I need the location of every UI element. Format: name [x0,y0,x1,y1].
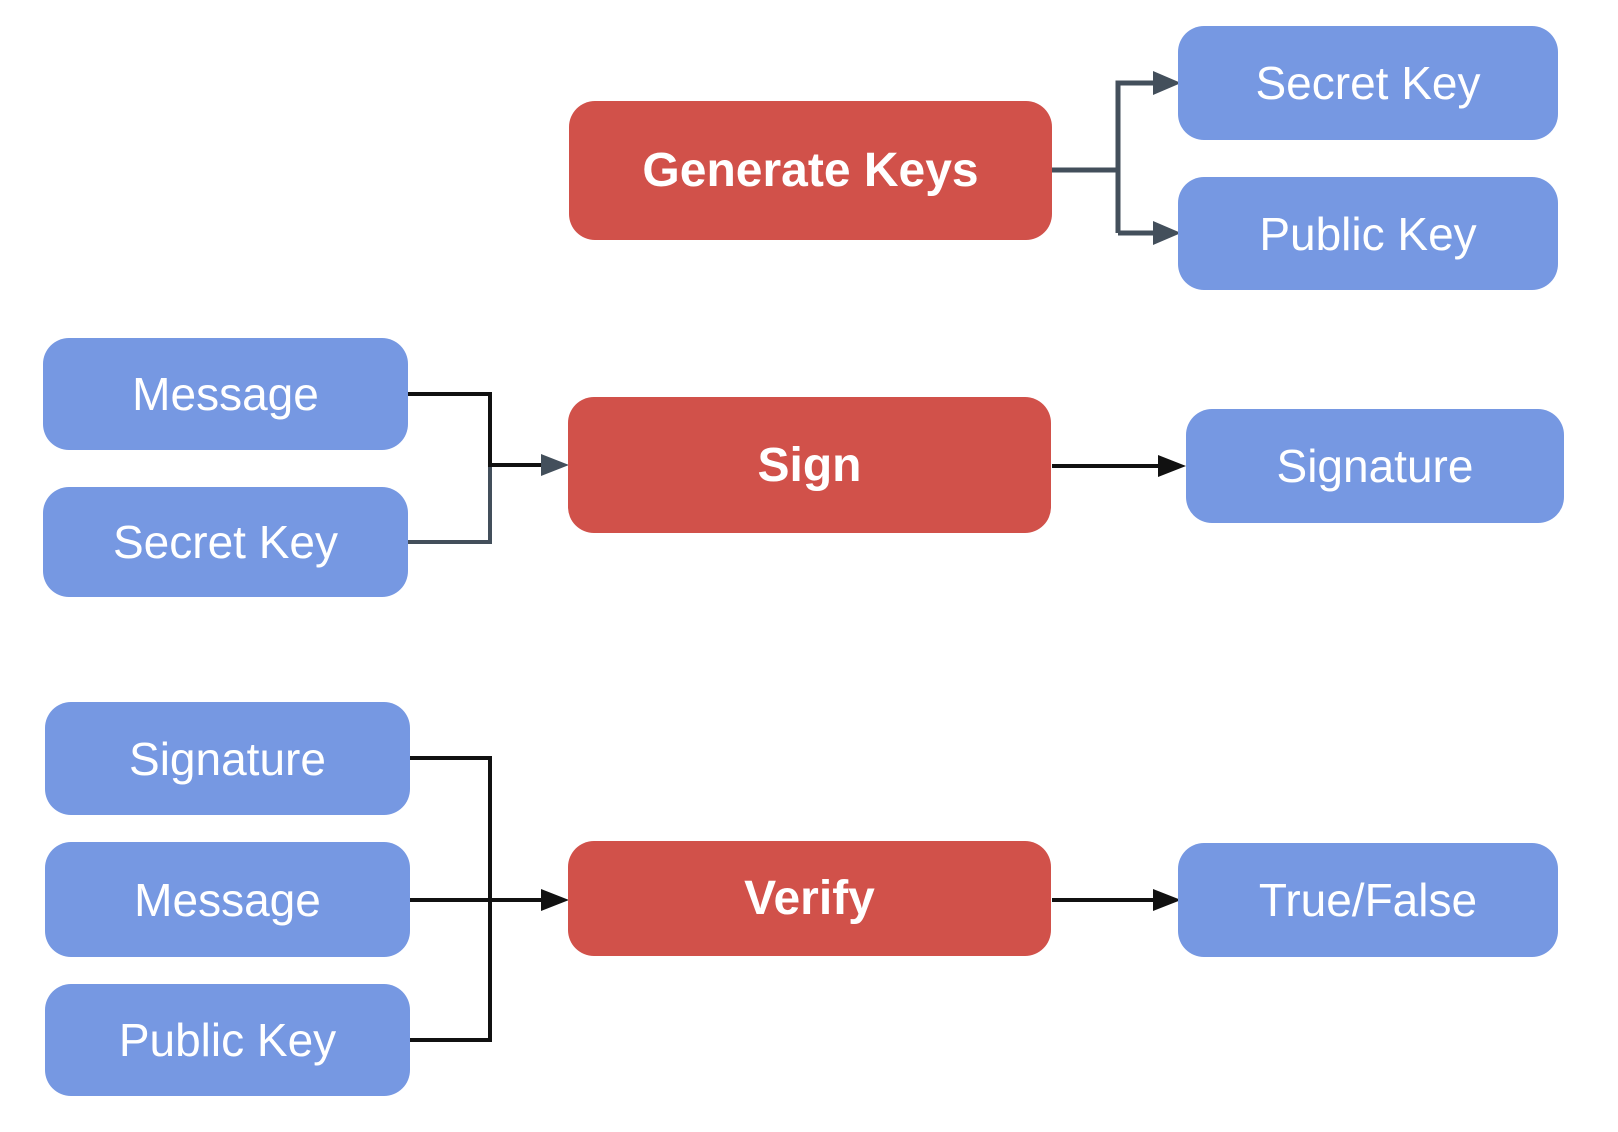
arrowhead-verify [541,889,569,911]
node-sign-label: Sign [757,438,862,492]
arrowhead-sign [541,454,569,476]
edge-generate-keys-to-secret-key [1115,80,1156,233]
edge-signature-to-verify [410,756,492,900]
node-true-false-label: True/False [1258,874,1478,926]
arrowhead-secret-key [1153,71,1181,95]
node-signature-output-label: Signature [1276,440,1474,492]
node-public-key-for-verify-label: Public Key [118,1014,337,1066]
node-secret-key-for-sign-label: Secret Key [113,516,338,568]
node-secret-key-for-sign: Secret Key [43,487,408,597]
node-signature-output: Signature [1186,409,1564,523]
node-verify: Verify [568,841,1051,956]
node-secret-key-generated: Secret Key [1178,26,1558,140]
arrowhead-signature [1158,455,1186,477]
node-sign: Sign [568,397,1051,533]
node-message-to-verify: Message [45,842,410,957]
node-generate-keys-label: Generate Keys [642,144,979,197]
node-generate-keys: Generate Keys [569,101,1052,240]
node-signature-to-verify: Signature [45,702,410,815]
edge-message-to-sign [408,392,543,467]
node-public-key-generated: Public Key [1178,177,1558,290]
edge-secret-key-to-sign [408,467,492,544]
node-verify-label: Verify [744,872,875,925]
node-true-false: True/False [1178,843,1558,957]
edge-public-key-to-verify [410,900,492,1042]
node-public-key-for-verify: Public Key [45,984,410,1096]
node-message-to-verify-label: Message [134,873,321,926]
arrowhead-public-key [1153,221,1181,245]
node-message-to-sign: Message [43,338,408,450]
node-secret-key-generated-label: Secret Key [1255,57,1481,109]
node-signature-to-verify-label: Signature [129,732,326,785]
arrowhead-true-false [1153,889,1181,911]
node-public-key-generated-label: Public Key [1259,207,1477,260]
node-message-to-sign-label: Message [132,368,319,420]
